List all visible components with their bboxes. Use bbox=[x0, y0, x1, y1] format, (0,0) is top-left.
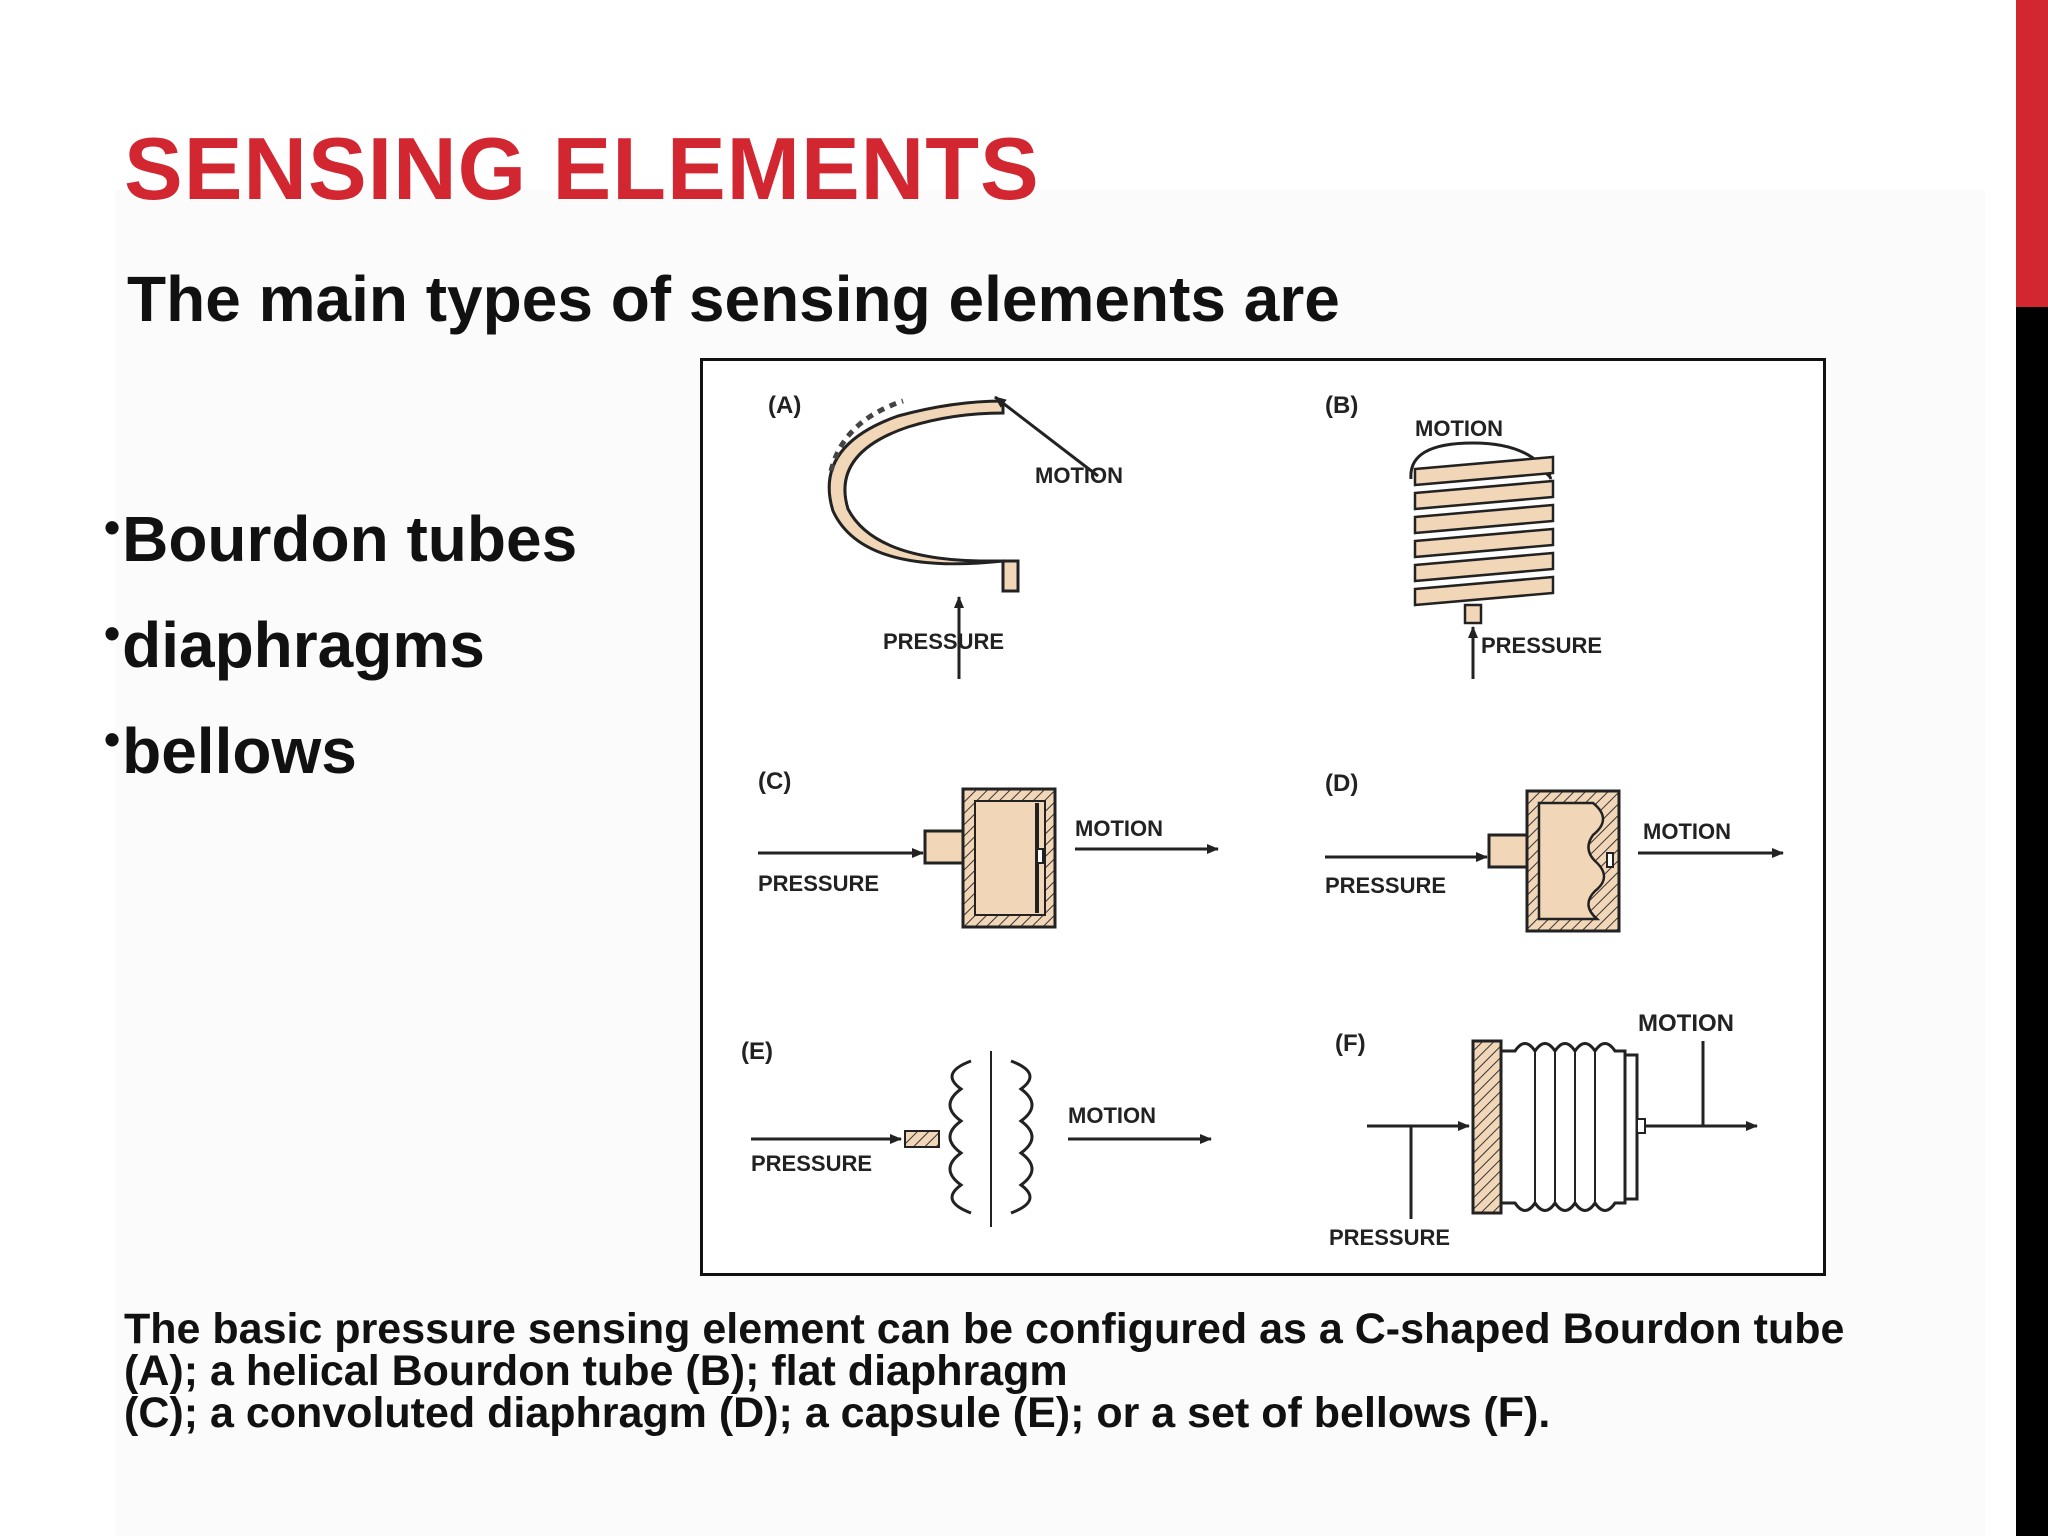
inlet-port bbox=[923, 829, 967, 865]
slide-title: SENSING ELEMENTS bbox=[124, 119, 1040, 218]
bullet-list: •Bourdon tubes •diaphragms •bellows bbox=[104, 474, 577, 792]
bullet-dot: • bbox=[104, 713, 121, 765]
bullet-dot: • bbox=[104, 607, 121, 659]
panel-b-helical-bourdon-tube: (B) MOTION PRESSURE bbox=[1325, 392, 1602, 679]
pressure-label: PRESSURE bbox=[1325, 873, 1446, 898]
accent-bar-red bbox=[2016, 0, 2048, 307]
panel-f-bellows: (F) PRESSURE MOTION bbox=[1329, 1010, 1758, 1250]
bellows-body bbox=[1499, 1042, 1627, 1212]
panel-a-label: (A) bbox=[768, 392, 801, 419]
panel-c-label: (C) bbox=[758, 768, 791, 795]
helix-coil bbox=[1413, 479, 1555, 511]
helix-coil bbox=[1413, 503, 1555, 535]
bullet-item: •bellows bbox=[104, 686, 577, 792]
helix-coil bbox=[1413, 527, 1555, 559]
panel-a-c-bourdon-tube: (A) MOTION PRESSURE bbox=[768, 392, 1123, 679]
bourdon-tube-socket bbox=[1001, 559, 1020, 593]
pressure-label: PRESSURE bbox=[883, 629, 1004, 654]
motion-label: MOTION bbox=[1643, 819, 1731, 844]
panel-c-flat-diaphragm: (C) PRESSURE MOTION bbox=[758, 768, 1219, 929]
helix-coil bbox=[1413, 455, 1555, 487]
bullet-dot: • bbox=[104, 501, 121, 553]
bullet-text: bellows bbox=[122, 715, 357, 787]
convoluted-diaphragm bbox=[1537, 801, 1606, 921]
accent-bar-black bbox=[2016, 307, 2048, 1536]
panel-d-convoluted-diaphragm: (D) PRESSURE MOTION bbox=[1325, 770, 1784, 933]
helix-coil bbox=[1413, 575, 1555, 607]
diaphragm-chamber bbox=[974, 800, 1046, 916]
pressure-label: PRESSURE bbox=[751, 1151, 872, 1176]
panel-e-capsule: (E) PRESSURE MOTION bbox=[741, 1038, 1212, 1227]
capsule-left-convolutions bbox=[948, 1059, 972, 1215]
sensing-elements-figure: (A) MOTION PRESSURE (B) MOTION PRESSURE … bbox=[700, 358, 1826, 1276]
helix-coil bbox=[1413, 551, 1555, 583]
inlet-port bbox=[904, 1130, 940, 1148]
motion-label: MOTION bbox=[1638, 1010, 1734, 1037]
caption-line: (A); a helical Bourdon tube (B); flat di… bbox=[124, 1347, 1068, 1395]
figure-caption: The basic pressure sensing element can b… bbox=[124, 1305, 1994, 1437]
panel-f-label: (F) bbox=[1335, 1030, 1366, 1057]
bullet-item: •Bourdon tubes bbox=[104, 474, 577, 580]
slide-subtitle: The main types of sensing elements are bbox=[127, 263, 1340, 335]
bellows-stud bbox=[1636, 1118, 1646, 1134]
motion-label: MOTION bbox=[1075, 816, 1163, 841]
panel-d-label: (D) bbox=[1325, 770, 1358, 797]
diaphragm-stud bbox=[1606, 852, 1614, 868]
helix-stem bbox=[1463, 603, 1483, 625]
bullet-text: Bourdon tubes bbox=[122, 503, 578, 575]
motion-label: MOTION bbox=[1035, 463, 1123, 488]
motion-label: MOTION bbox=[1415, 416, 1503, 441]
bellows-fixed-end bbox=[1471, 1039, 1503, 1215]
caption-line: The basic pressure sensing element can b… bbox=[124, 1305, 1845, 1353]
motion-label: MOTION bbox=[1068, 1103, 1156, 1128]
motion-arrow bbox=[994, 395, 1099, 478]
inlet-port bbox=[1487, 833, 1531, 869]
bourdon-tube-shape bbox=[827, 399, 1005, 573]
bullet-item: •diaphragms bbox=[104, 580, 577, 686]
pressure-label: PRESSURE bbox=[1481, 633, 1602, 658]
bellows-end-plate bbox=[1623, 1053, 1639, 1201]
bourdon-tube-deflected-outline bbox=[828, 398, 904, 472]
bullet-text: diaphragms bbox=[122, 609, 485, 681]
caption-line: (C); a convoluted diaphragm (D); a capsu… bbox=[124, 1389, 1551, 1437]
pressure-label: PRESSURE bbox=[758, 871, 879, 896]
panel-b-label: (B) bbox=[1325, 392, 1358, 419]
diaphragm-stud bbox=[1036, 848, 1044, 864]
panel-e-label: (E) bbox=[741, 1038, 773, 1065]
capsule-right-convolutions bbox=[1010, 1059, 1034, 1215]
pressure-label: PRESSURE bbox=[1329, 1225, 1450, 1250]
